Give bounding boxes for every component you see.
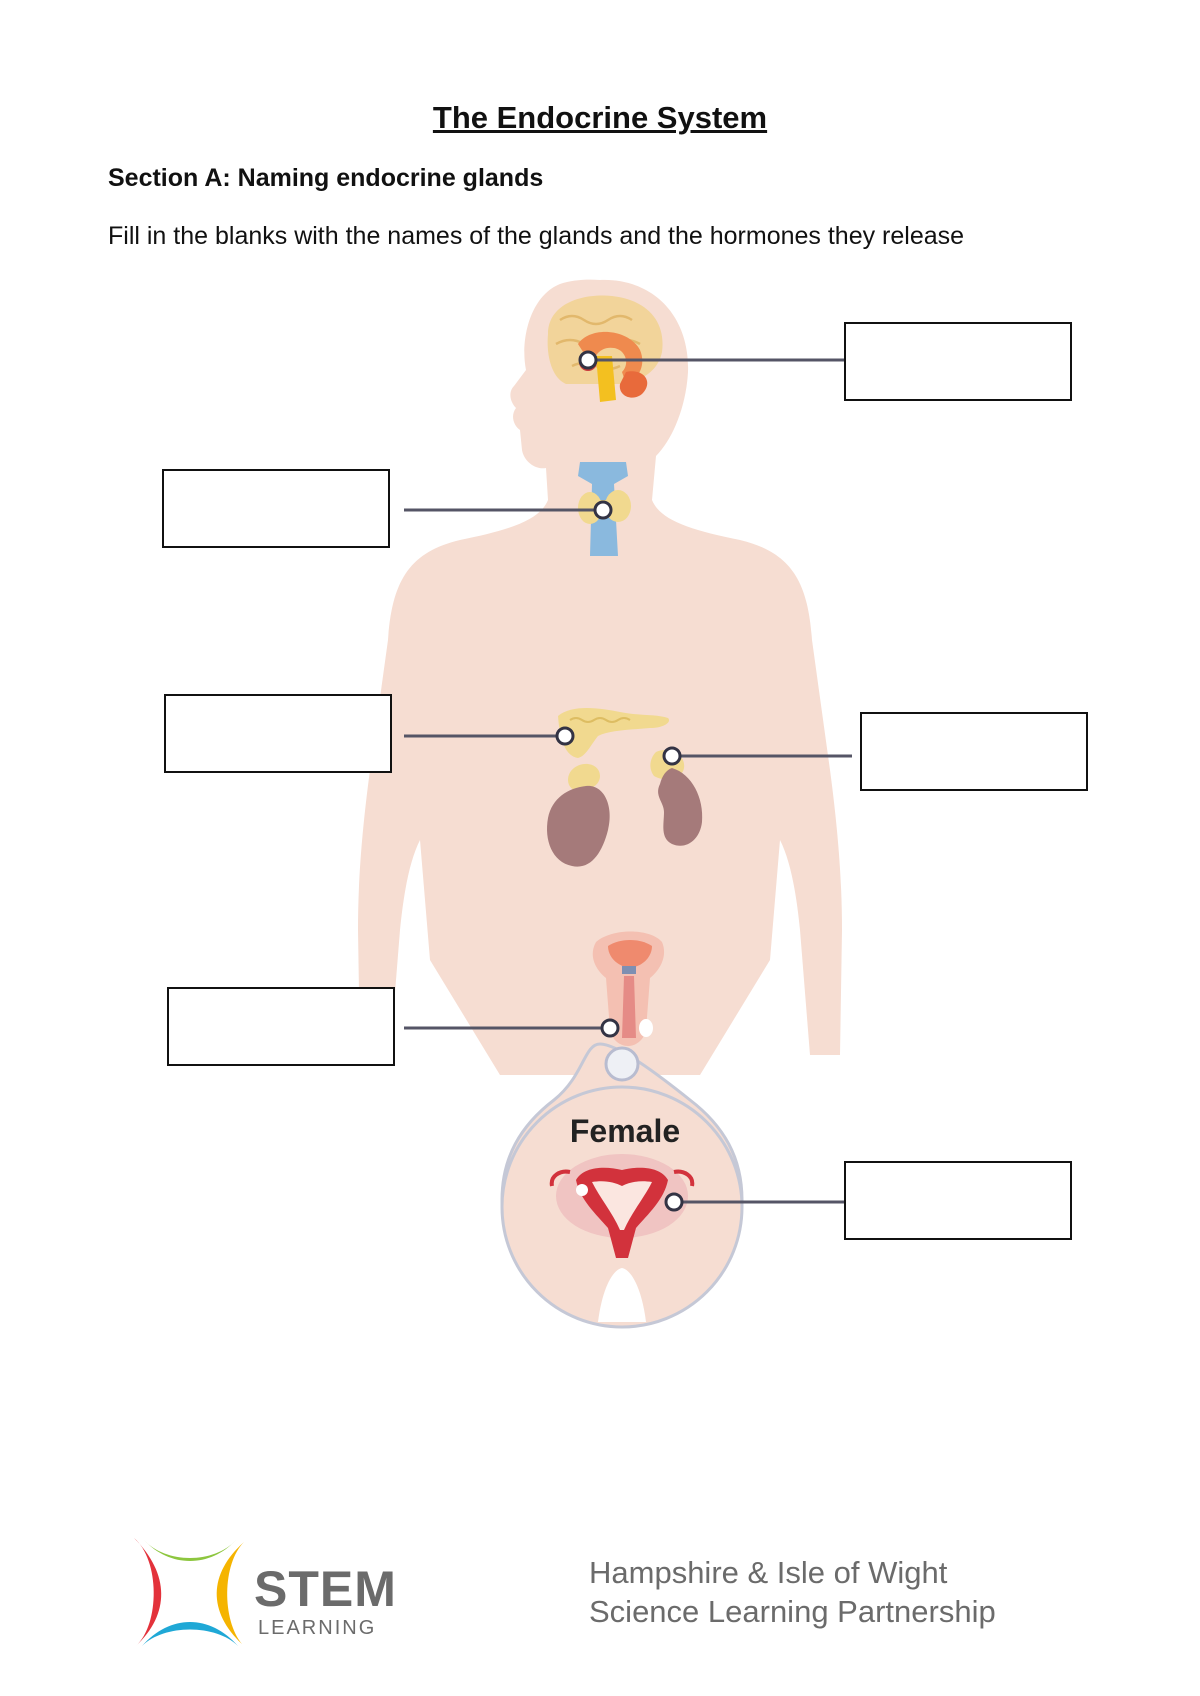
testis-pointer: [600, 1018, 620, 1038]
ovary-pointer: [664, 1192, 684, 1212]
male-reproductive-illustration: [592, 931, 665, 1046]
section-heading: Section A: Naming endocrine glands: [108, 164, 544, 192]
answer-blank-adrenal[interactable]: [860, 712, 1088, 791]
answer-input-testis[interactable]: [169, 989, 393, 1064]
inset-label: Female: [570, 1113, 680, 1149]
leader-lines: [404, 358, 852, 1204]
answer-input-adrenal[interactable]: [862, 714, 1086, 789]
kidney-illustration: [547, 768, 703, 867]
partner-line-2: Science Learning Partnership: [589, 1594, 996, 1629]
logo-wordmark: STEM: [254, 1561, 397, 1617]
pituitary-pointer: [578, 350, 598, 370]
answer-input-pancreas[interactable]: [166, 696, 390, 771]
pointer-dots: [555, 350, 684, 1212]
thyroid-pointer: [593, 500, 613, 520]
answer-blank-testis[interactable]: [167, 987, 395, 1066]
answer-blank-pituitary[interactable]: [844, 322, 1072, 401]
pancreas-pointer: [555, 726, 575, 746]
adrenal-pointer: [662, 746, 682, 766]
page-title: The Endocrine System: [432, 100, 768, 135]
stem-logo-mark-icon: [134, 1538, 244, 1646]
logo-subword: LEARNING: [258, 1617, 377, 1639]
partner-name: Hampshire & Isle of Wight Science Learni…: [589, 1553, 996, 1631]
instruction-text: Fill in the blanks with the names of the…: [108, 222, 965, 250]
answer-input-pituitary[interactable]: [846, 324, 1070, 399]
answer-input-thyroid[interactable]: [164, 471, 388, 546]
body-silhouette: [358, 279, 842, 1076]
partner-line-1: Hampshire & Isle of Wight: [589, 1555, 948, 1590]
answer-blank-thyroid[interactable]: [162, 469, 390, 548]
uterus-illustration: [549, 1154, 695, 1258]
brain-illustration: [547, 295, 663, 402]
pancreas-illustration: [558, 708, 670, 758]
answer-blank-ovary[interactable]: [844, 1161, 1072, 1240]
answer-blank-pancreas[interactable]: [164, 694, 392, 773]
answer-input-ovary[interactable]: [846, 1163, 1070, 1238]
